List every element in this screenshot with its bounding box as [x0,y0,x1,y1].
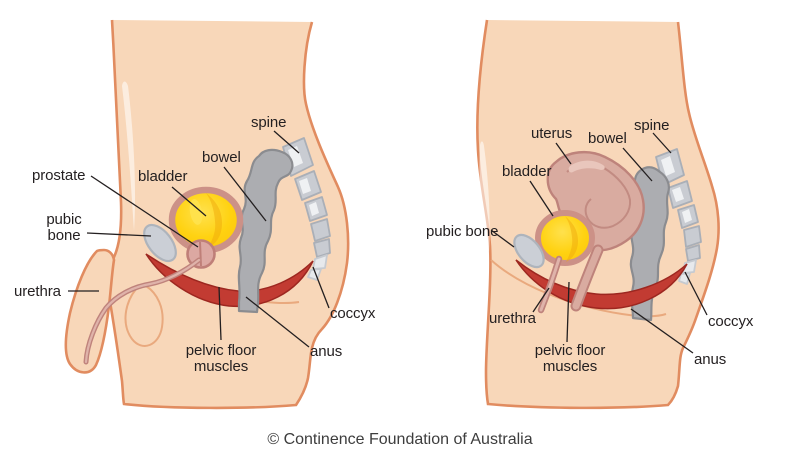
vertebra [683,225,702,248]
label-prostate: prostate [32,167,86,184]
male-bladder-shade [206,193,222,248]
leader-line-pubic-bone [86,232,152,237]
leader-line-bowel [622,147,653,182]
vertebra-highlight [682,209,692,223]
vertebra-highlight [661,156,675,176]
label-coccyx-male: coccyx [330,305,376,322]
female-uterus-highlight [568,160,605,173]
coccyx-bone [307,268,322,281]
vertebra-highlight [288,146,303,167]
leader-line-spine [652,132,672,154]
label-spine-male: spine [251,114,287,131]
vertebra [310,218,331,242]
label-spine-female: spine [634,117,670,134]
label-bladder-male: bladder [138,168,188,185]
female-figure [476,19,720,410]
label-bowel-male: bowel [202,149,241,166]
female-pelvic-floor-muscle [515,259,688,310]
vertebra-highlight [299,178,311,194]
female-belly-highlight [479,141,490,252]
leader-line-anus [245,296,310,348]
label-coccyx-female: coccyx [708,313,754,330]
label-pubic-bone-male: pubic bone [46,211,82,244]
female-bladder [535,210,595,266]
female-urethra-tube [539,257,561,312]
label-pelvic-floor-male: pelvic floor muscles [185,342,257,375]
leader-line-coccyx [684,271,708,316]
male-urethra-tube [84,258,201,364]
leader-line-bladder [529,180,554,217]
female-thigh-crease [490,259,667,318]
vertebra-highlight [309,202,319,216]
male-pelvic-floor-muscle [145,253,314,308]
female-bladder-shade [565,216,578,262]
male-pubic-bone [143,223,177,263]
label-bladder-female: bladder [502,163,552,180]
label-pelvic-floor-female: pelvic floor muscles [534,342,606,375]
leader-line-pubic-bone [490,229,515,248]
male-belly-highlight [122,81,136,231]
leader-line-spine [273,130,300,154]
male-prostate-duct [199,241,202,267]
female-pubic-bone [513,233,545,269]
label-anus-male: anus [310,343,343,360]
vertebra [685,244,701,262]
leader-line-bladder [171,186,207,217]
label-anus-female: anus [694,351,727,368]
copyright-credit: © Continence Foundation of Australia [267,431,533,448]
leader-line-pelvic-floor [566,281,570,343]
leader-line-uterus [555,142,572,165]
leader-line-coccyx [312,266,330,309]
label-urethra-male: urethra [14,283,61,300]
male-leader-lines [68,130,330,348]
male-bowel [237,148,294,314]
label-uterus: uterus [531,125,573,142]
vertebra-highlight [672,187,684,202]
leader-line-bowel [223,166,267,222]
label-bowel-female: bowel [588,130,627,147]
coccyx-bone [312,254,328,270]
male-scrotum-crease [124,285,164,347]
leader-line-prostate [90,175,199,248]
female-vagina [572,246,602,310]
label-urethra-female: urethra [489,310,536,327]
vertebra [313,238,331,258]
male-figure [64,19,350,410]
female-spine [655,148,702,285]
label-pubic-bone-female: pubic bone [426,223,499,240]
leader-line-pelvic-floor [218,286,222,341]
leader-line-anus [630,308,694,354]
leader-line-urethra [532,287,550,313]
female-leader-lines [490,132,708,354]
male-penis [64,248,116,374]
